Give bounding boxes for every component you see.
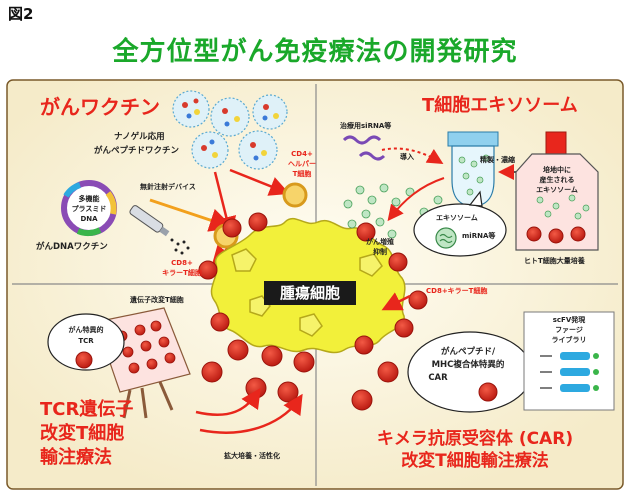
cd4-line3: T細胞 [292, 170, 312, 178]
car-bubble [407, 331, 533, 413]
vaccine-heading: がんワクチン [40, 95, 160, 119]
exosome-heading: T細胞エキソソーム [422, 95, 578, 116]
plasmid-line3: DNA [80, 215, 98, 223]
blood-bag [95, 307, 191, 419]
arrow-expand-2 [199, 393, 303, 434]
dna-vaccine-label: がんDNAワクチン [36, 242, 108, 252]
purify-label: 精製・濃縮 [480, 156, 515, 164]
phage-library [523, 311, 615, 411]
nanogel-line1: ナノゲル応用 [114, 132, 165, 142]
gene-modified-label: 遺伝子改変T細胞 [130, 296, 184, 304]
tcr-specific-line2: TCR [78, 337, 94, 345]
car-cd8-label: CD8+キラーT細胞 [426, 287, 488, 295]
cd8-line2: キラーT細胞 [162, 269, 202, 277]
plasmid-ring [61, 180, 117, 237]
arrow-car [381, 292, 411, 311]
exosome-bubble [413, 190, 507, 257]
produced-line3: エキソソーム [536, 186, 578, 194]
plasmid-line1: 多機能 [78, 195, 100, 203]
helper-t-cell [282, 182, 308, 208]
produced-line2: 産生される [539, 176, 575, 184]
library-line3: ライブラリ [551, 336, 587, 344]
arrow-dna [149, 198, 234, 232]
exosome-dots [343, 183, 443, 239]
intro-label: 導入 [400, 153, 414, 161]
page-title: 全方位型がん免疫療法の開発研究 [112, 37, 518, 67]
arrow-suppress [387, 177, 445, 222]
culture-flask [515, 131, 599, 251]
expand-label: 拡大培養・活性化 [224, 452, 280, 460]
suppress-line1: がん増殖 [366, 238, 394, 246]
exosome-label: エキソソーム [436, 214, 478, 222]
nanogel-particles [172, 90, 288, 170]
tcr-bubble [47, 313, 125, 371]
car-heading-line1: キメラ抗原受容体 (CAR) [376, 429, 574, 449]
tcr-specific-line1: がん特異的 [68, 326, 104, 334]
tcr-heading-line1: TCR遺伝子 [40, 399, 134, 420]
tumor-label: 腫瘍細胞 [264, 281, 356, 305]
cd8-line1: CD8+ [171, 259, 193, 267]
library-line1: scFV発現 [552, 316, 586, 324]
plasmid-line2: プラスミド [71, 205, 107, 213]
mirna-label: miRNA等 [462, 232, 496, 240]
sirna-squiggles [342, 135, 386, 161]
tcr-heading-line3: 輸注療法 [40, 447, 112, 468]
device-label: 無針注射デバイス [140, 183, 196, 191]
car-line3: CAR [428, 373, 448, 383]
injector-device [129, 205, 170, 237]
library-line2: ファージ [555, 326, 583, 334]
spray-dots [170, 238, 190, 255]
tcr-heading-line2: 改変T細胞 [40, 423, 125, 444]
arrow-nanogel-1 [229, 168, 290, 196]
car-line2: MHC複合体特異的 [431, 360, 505, 370]
test-tube [447, 131, 499, 207]
produced-line1: 培地中に [543, 166, 571, 174]
culture-label: ヒトT細胞大量培養 [524, 257, 585, 265]
car-heading-line2: 改変T細胞輸注療法 [401, 451, 549, 471]
cd4-line2: ヘルパー [288, 160, 316, 168]
arrow-intro [381, 147, 444, 165]
nanogel-line2: がんペプチドワクチン [94, 146, 180, 156]
sirna-label: 治療用siRNA等 [340, 122, 392, 130]
car-line1: がんペプチド/ [440, 347, 496, 357]
suppress-line2: 抑制 [373, 248, 387, 256]
cd4-line1: CD4+ [291, 150, 313, 158]
arrow-expand [195, 387, 261, 417]
figure-label: 図2 [8, 5, 34, 23]
